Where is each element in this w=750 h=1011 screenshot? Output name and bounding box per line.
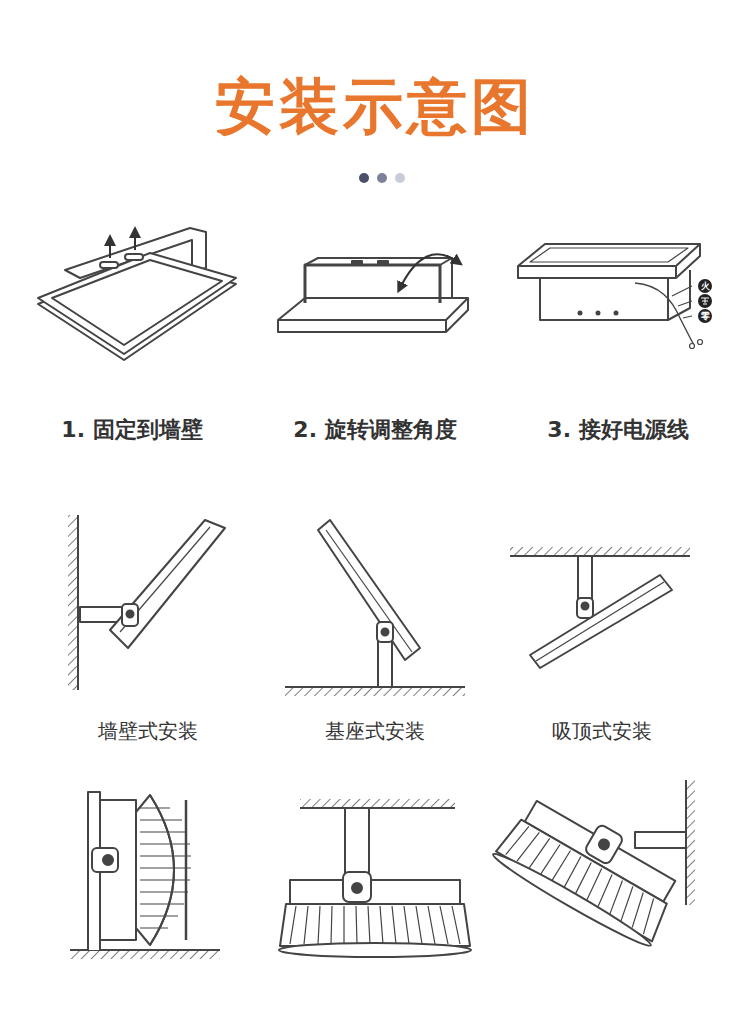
mount-caption: 墙壁式安装 — [98, 720, 198, 743]
hanging-high-bay-figure — [279, 799, 471, 957]
wall-mount-figure — [68, 515, 225, 690]
wire-symbol: 零 — [701, 311, 710, 321]
wire-symbol: 火 — [701, 281, 710, 291]
base-mount-figure — [285, 520, 465, 696]
step-caption: 1. 固定到墙壁 — [61, 417, 202, 442]
step-caption: 3. 接好电源线 — [547, 417, 688, 442]
mount-caption: 吸顶式安装 — [552, 720, 652, 743]
step-caption: 2. 旋转调整角度 — [293, 417, 456, 442]
dot — [395, 173, 405, 183]
rotate-angle-figure — [278, 254, 468, 332]
page-title: 安装示意图 — [215, 72, 535, 141]
tilted-high-bay-figure — [490, 780, 695, 951]
wall-high-bay-figure — [70, 792, 220, 959]
dot — [377, 173, 387, 183]
dot — [359, 173, 369, 183]
mount-caption: 基座式安装 — [325, 720, 425, 743]
wiring-figure — [518, 244, 712, 349]
fix-to-wall-figure — [38, 228, 236, 360]
ceiling-mount-figure — [510, 547, 690, 668]
